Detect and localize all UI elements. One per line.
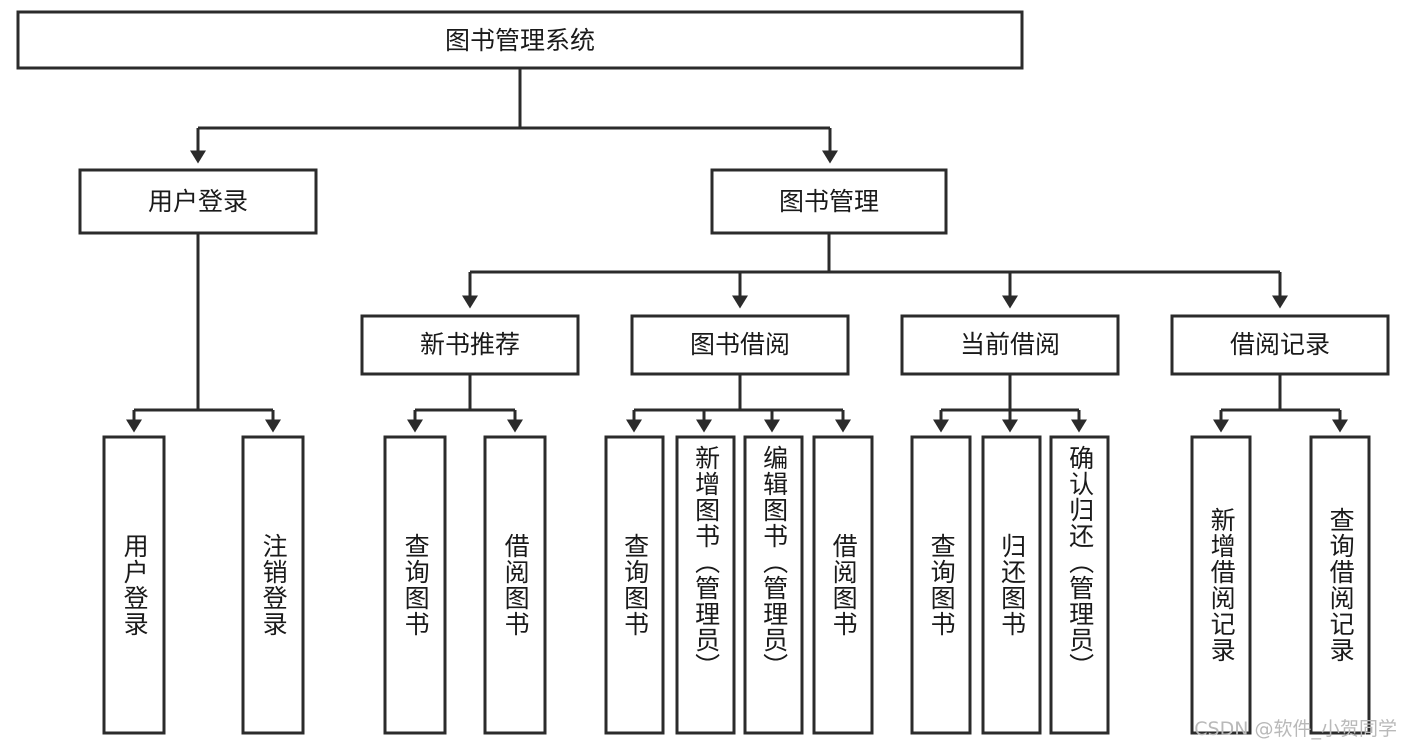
node-root-label: 图书管理系统 [445,26,595,55]
edge-book-management-bus [470,233,1280,274]
leaf-current-borrow-1[interactable] [981,435,1042,735]
node-root[interactable] [16,10,1024,70]
node-book-borrow-label: 图书借阅 [690,330,790,359]
leaf-new-book-0[interactable] [383,435,447,735]
node-borrow-record-label: 借阅记录 [1230,330,1330,359]
node-book-management-label: 图书管理 [779,187,879,216]
edge-book-borrow-bus [634,374,843,412]
node-user-login[interactable] [78,168,318,235]
node-borrow-record[interactable] [1170,314,1390,376]
node-new-book-label: 新书推荐 [420,330,520,359]
edge-new-book-bus [415,374,515,412]
node-current-borrow[interactable] [900,314,1120,376]
leaf-current-borrow-2[interactable] [1049,435,1110,735]
edge-current-borrow-bus [941,374,1079,412]
leaf-book-borrow-1[interactable] [675,435,736,735]
node-book-management[interactable] [710,168,948,235]
csdn-watermark: CSDN @软件_小贺同学 [1194,718,1397,740]
leaf-user-login-0[interactable] [102,435,166,735]
leaf-book-borrow-2[interactable] [743,435,804,735]
leaf-borrow-record-1[interactable] [1309,435,1371,735]
edge-borrow-record-bus [1221,374,1340,412]
edge-user-login-bus [134,233,273,412]
leaf-book-borrow-3[interactable] [812,435,874,735]
edge-root-bus [198,68,830,130]
leaf-new-book-1[interactable] [483,435,547,735]
node-new-book[interactable] [360,314,580,376]
leaf-current-borrow-0[interactable] [910,435,972,735]
leaf-borrow-record-0[interactable] [1190,435,1252,735]
node-current-borrow-label: 当前借阅 [960,330,1060,359]
node-user-login-label: 用户登录 [148,187,248,216]
leaf-user-login-1[interactable] [241,435,305,735]
leaf-book-borrow-0[interactable] [604,435,665,735]
